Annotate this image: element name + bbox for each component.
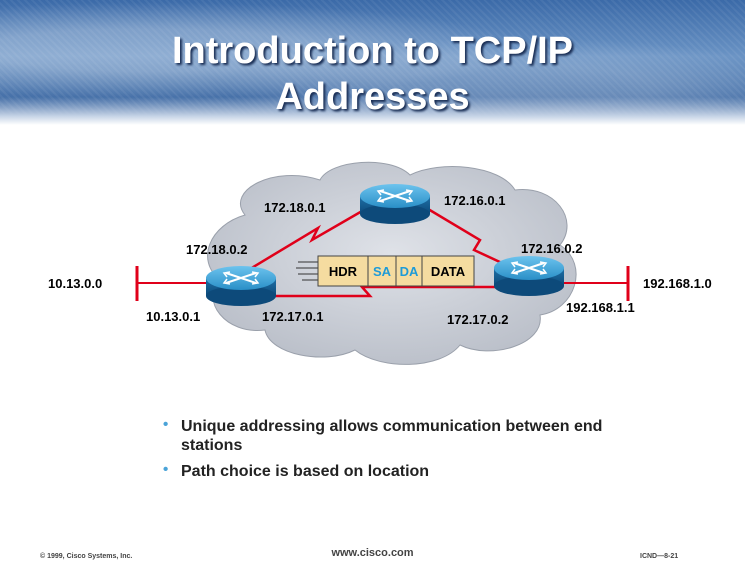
footer-copyright: © 1999, Cisco Systems, Inc. [40,553,133,560]
banner-fade [0,97,745,125]
label-router-c-lan: 192.168.1.1 [566,300,635,315]
router-c-icon [494,256,564,296]
label-router-a-bottom: 172.17.0.1 [262,309,323,324]
packet-field-da: DA [400,264,419,279]
label-right-network: 192.168.1.0 [643,276,712,291]
router-a-icon [206,266,276,306]
bullet-list: • Unique addressing allows communication… [163,416,633,488]
title-banner [0,0,745,125]
bullet-item: • Path choice is based on location [163,461,633,481]
label-router-b-right: 172.16.0.1 [444,193,505,208]
bullet-icon: • [163,461,169,478]
packet-field-data: DATA [431,264,466,279]
bullet-text: Path choice is based on location [181,463,430,480]
bullet-icon: • [163,416,169,433]
label-router-c-top: 172.16.0.2 [521,241,582,256]
label-left-network: 10.13.0.0 [48,276,102,291]
packet-field-hdr: HDR [329,264,358,279]
link-a-b [239,201,377,277]
lan-left [135,266,215,301]
label-router-a-lan: 10.13.0.1 [146,309,200,324]
footer-website: www.cisco.com [331,547,414,559]
footer-slide-id: ICND—8-21 [640,553,679,560]
lan-right [555,266,630,301]
label-router-b-left: 172.18.0.1 [264,200,325,215]
router-b-icon [360,184,430,224]
label-router-c-bottom: 172.17.0.2 [447,312,508,327]
packet: HDR SA DA DATA [296,255,475,287]
bullet-item: • Unique addressing allows communication… [163,416,633,455]
bullet-text: Unique addressing allows communication b… [181,418,603,454]
link-a-c [240,285,510,298]
label-router-a-top: 172.18.0.2 [186,242,247,257]
slide-title: Introduction to TCP/IP Addresses [171,30,574,118]
packet-field-sa: SA [373,264,392,279]
